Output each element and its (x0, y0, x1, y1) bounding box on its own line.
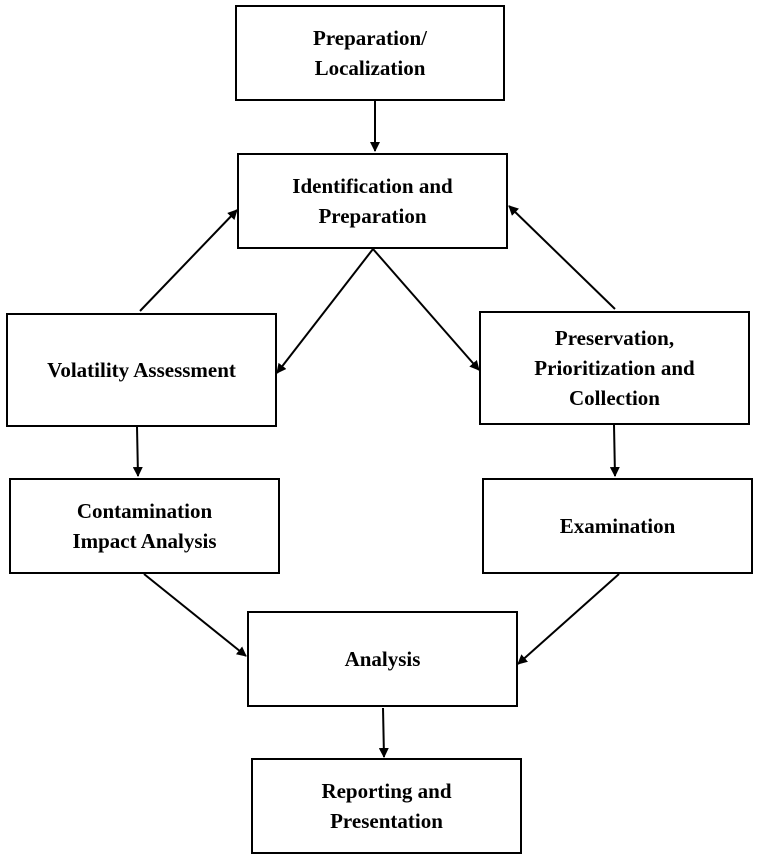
arrow-contamination-to-analysis (143, 573, 247, 657)
identification-preparation-label: Identification and Preparation (292, 174, 453, 228)
analysis-label: Analysis (344, 647, 421, 671)
examination-box: Examination (482, 478, 753, 574)
examination-label: Examination (559, 514, 676, 538)
arrow-identification-to-volatility (276, 248, 374, 374)
arrow-volatility-to-identification (139, 209, 238, 312)
arrow-preservation-to-examination (609, 424, 620, 477)
arrow-volatility-to-contamination (132, 426, 143, 477)
volatility-assessment-box: Volatility Assessment (6, 313, 277, 427)
preparation-localization-label: Preparation/ Localization (313, 26, 427, 80)
arrow-preservation-to-identification (508, 205, 616, 310)
arrow-analysis-to-reporting (378, 707, 389, 758)
arrow-examination-to-analysis (517, 573, 620, 665)
preservation-prioritization-collection-box: Preservation, Prioritization and Collect… (479, 311, 750, 425)
contamination-impact-analysis-box: Contamination Impact Analysis (9, 478, 280, 574)
volatility-assessment-label: Volatility Assessment (47, 358, 236, 382)
identification-preparation-box: Identification and Preparation (237, 153, 508, 249)
reporting-presentation-label: Reporting and Presentation (321, 779, 452, 833)
preservation-prioritization-collection-label: Preservation, Prioritization and Collect… (534, 326, 695, 410)
reporting-presentation-box: Reporting and Presentation (251, 758, 522, 854)
contamination-impact-analysis-label: Contamination Impact Analysis (72, 499, 217, 553)
analysis-box: Analysis (247, 611, 518, 707)
arrow-identification-to-preservation (372, 248, 480, 371)
preparation-localization-box: Preparation/ Localization (235, 5, 505, 101)
